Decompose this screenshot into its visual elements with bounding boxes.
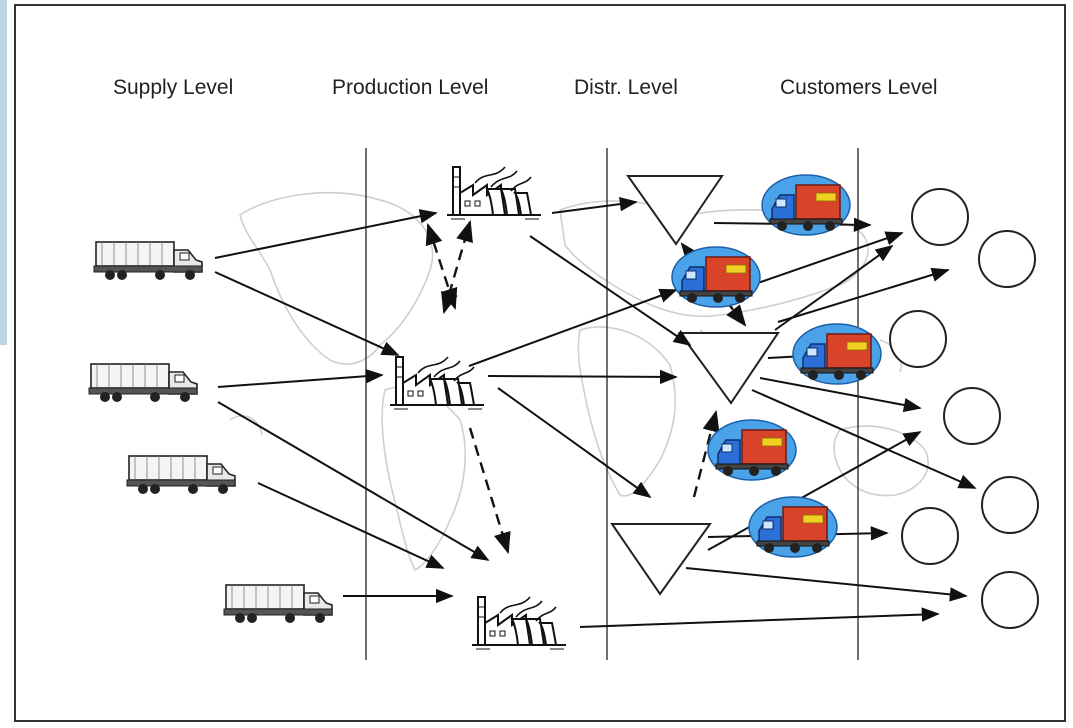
customer-circle <box>943 387 1001 445</box>
delivery-truck-4 <box>707 419 797 481</box>
customer-circle <box>901 507 959 565</box>
delivery-truck-5 <box>748 496 838 558</box>
factory-3 <box>471 596 567 650</box>
supply-level-label: Supply Level <box>113 76 234 99</box>
customer-circle <box>911 188 969 246</box>
customer-circle <box>981 476 1039 534</box>
supplier-truck-3 <box>126 455 236 495</box>
factory-1 <box>446 166 542 220</box>
dashed-flow-arrows <box>425 219 747 555</box>
level-separators <box>365 148 859 660</box>
supplier-truck-1 <box>93 241 203 281</box>
supplier-truck-4 <box>223 584 333 624</box>
distribution-level-label: Distr. Level <box>574 76 678 99</box>
delivery-truck-1 <box>761 174 851 236</box>
distribution-center-2 <box>678 332 780 405</box>
distribution-center-3 <box>610 523 712 596</box>
customers <box>889 188 1039 629</box>
flow-arrows <box>214 196 977 628</box>
supplier-truck-2 <box>88 363 198 403</box>
customer-circle <box>978 230 1036 288</box>
side-accent-bar <box>0 0 7 345</box>
customer-circle <box>889 310 947 368</box>
delivery-truck-3 <box>792 323 882 385</box>
delivery-truck-2 <box>671 246 761 308</box>
distribution-center-1 <box>626 175 724 246</box>
customer-circle <box>981 571 1039 629</box>
customers-level-label: Customers Level <box>780 76 938 99</box>
production-level-label: Production Level <box>332 76 489 99</box>
